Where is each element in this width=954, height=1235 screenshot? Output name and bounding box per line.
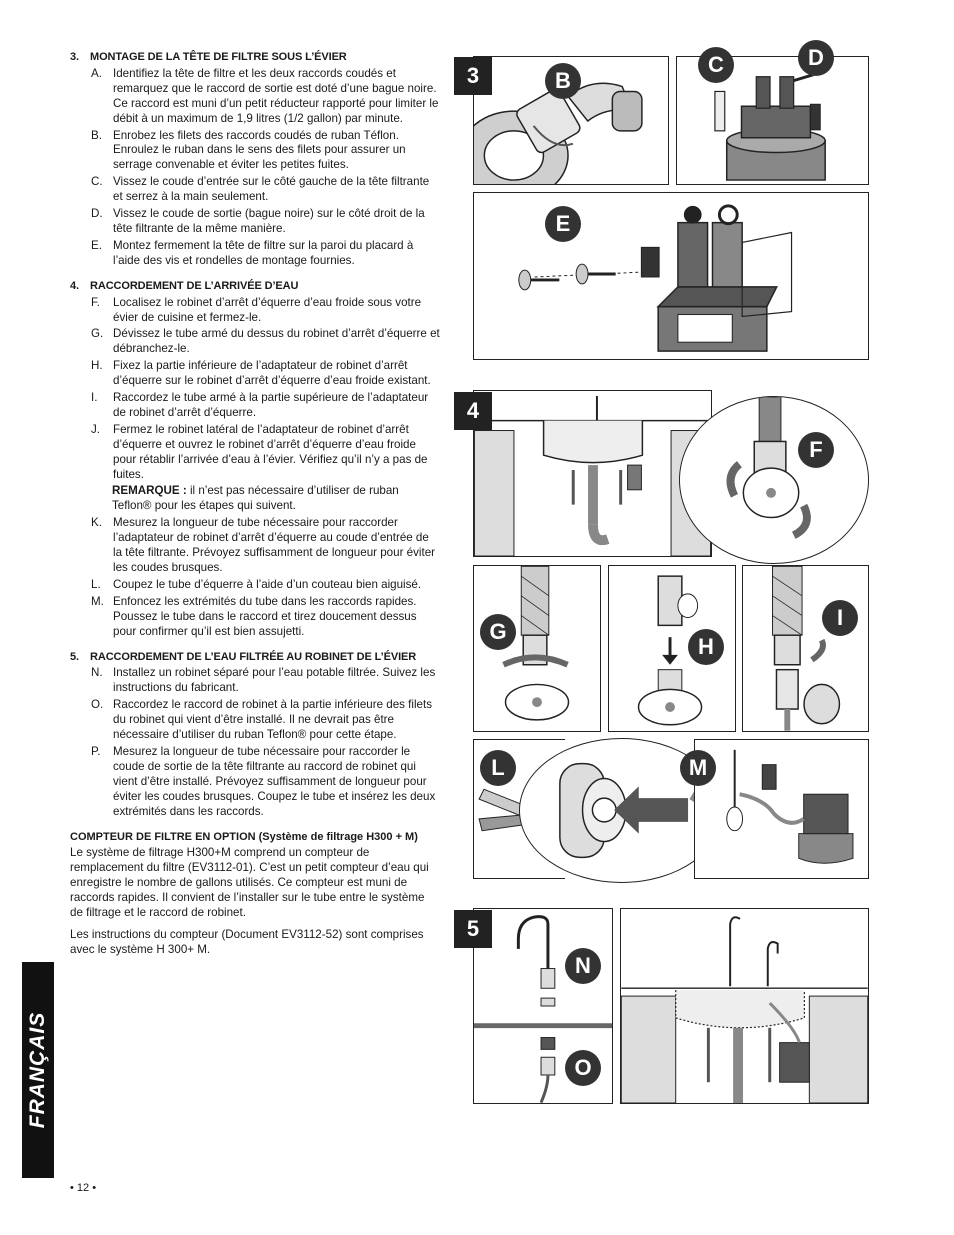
callout-n: N xyxy=(565,948,601,984)
list-item: M.Enfoncez les extrémités du tube dans l… xyxy=(91,594,417,638)
list-item: C.Vissez le coude d’entrée sur le côté g… xyxy=(91,175,430,204)
list-item: D.Vissez le coude de sortie (bague noire… xyxy=(91,207,425,235)
list-item: B.Enrobez les filets des raccords coudés… xyxy=(91,128,406,172)
illustration-final-install xyxy=(620,908,869,1104)
list-item: L.Coupez le tube d’équerre à l’aide d’un… xyxy=(91,577,422,591)
list-item: P.Mesurez la longueur de tube nécessaire… xyxy=(91,744,436,818)
illustration-under-sink xyxy=(473,390,712,557)
list-item: G.Dévissez le tube armé du dessus du rob… xyxy=(91,327,440,356)
illustration-i xyxy=(742,565,869,732)
list-item: A.Identifiez la tête de filtre et les de… xyxy=(91,66,439,125)
list-item: F.Localisez le robinet d’arrêt d’équerre… xyxy=(91,295,422,324)
list-item: J.Fermez le robinet latéral de l’adaptat… xyxy=(91,422,428,481)
section-number: 4. xyxy=(70,279,79,292)
adapter-attach-illustration xyxy=(637,575,703,726)
list-item: N.Installez un robinet séparé pour l’eau… xyxy=(91,666,436,695)
callout-m: M xyxy=(680,750,716,786)
callout-c: C xyxy=(698,47,734,83)
optional-title: COMPTEUR DE FILTRE EN OPTION (Système de… xyxy=(70,830,418,843)
callout-b: B xyxy=(545,63,581,99)
completed-system-illustration xyxy=(621,916,868,1103)
section-title: MONTAGE DE LA TÊTE DE FILTRE SOUS L’ÉVIE… xyxy=(90,51,347,63)
section-title: RACCORDEMENT DE L’ARRIVÉE D’EAU xyxy=(90,279,299,292)
section-number: 3. xyxy=(70,51,79,63)
optional-meter-section: COMPTEUR DE FILTRE EN OPTION (Système de… xyxy=(70,830,440,958)
callout-o: O xyxy=(565,1050,601,1086)
illustration-c-d xyxy=(676,56,869,185)
filter-head-illustration xyxy=(714,73,826,181)
section-number: 5. xyxy=(70,650,79,663)
step-4-badge: 4 xyxy=(454,392,492,430)
illustration-f xyxy=(679,396,869,564)
step-5-badge: 5 xyxy=(454,910,492,948)
list-item: E.Montez fermement la tête de filtre sur… xyxy=(91,238,414,267)
section-3: 3. MONTAGE DE LA TÊTE DE FILTRE SOUS L’ÉV… xyxy=(70,50,440,269)
illustration-m xyxy=(694,739,869,879)
list-item: O.Raccordez le raccord de robinet à la p… xyxy=(91,698,432,742)
unscrew-tube-illustration xyxy=(502,566,570,721)
push-fit-zoom xyxy=(559,762,723,859)
section-5: 5. RACCORDEMENT DE L’EAU FILTRÉE AU ROBIN… xyxy=(70,650,440,820)
faucet-install-illustration xyxy=(474,915,612,1103)
paragraph: Le système de filtrage H300+M comprend u… xyxy=(70,846,429,920)
list-item: H.Fixez la partie inférieure de l’adapta… xyxy=(91,359,431,388)
list-item: K.Mesurez la longueur de tube nécessaire… xyxy=(91,516,436,574)
shutoff-valve-zoom xyxy=(726,397,811,539)
page-number: • 12 • xyxy=(70,1182,97,1194)
callout-f: F xyxy=(798,432,834,468)
illustration-e xyxy=(473,192,869,360)
mounting-illustration xyxy=(518,204,793,352)
connect-tube-illustration xyxy=(772,566,841,731)
list-item: I.Raccordez le tube armé à la partie sup… xyxy=(91,391,429,419)
callout-d: D xyxy=(798,40,834,76)
callout-g: G xyxy=(480,614,516,650)
callout-i: I xyxy=(822,600,858,636)
callout-e: E xyxy=(545,206,581,242)
language-tab: FRANÇAIS xyxy=(22,962,54,1178)
instructions-column: 3. MONTAGE DE LA TÊTE DE FILTRE SOUS L’ÉV… xyxy=(70,50,440,965)
section-title: RACCORDEMENT DE L’EAU FILTRÉE AU ROBINET… xyxy=(90,650,417,663)
illustration-g xyxy=(473,565,601,732)
step-3-badge: 3 xyxy=(454,57,492,95)
elbow-fitting-illustration xyxy=(474,82,643,184)
callout-h: H xyxy=(688,629,724,665)
section-4: 4. RACCORDEMENT DE L’ARRIVÉE D’EAU F.Loca… xyxy=(70,279,440,640)
remark-note: REMARQUE : il n’est pas nécessaire d’uti… xyxy=(112,484,399,513)
callout-l: L xyxy=(480,750,516,786)
sink-cabinet-illustration xyxy=(474,395,711,556)
paragraph: Les instructions du compteur (Document E… xyxy=(70,927,424,956)
tube-routing-illustration xyxy=(726,749,854,864)
